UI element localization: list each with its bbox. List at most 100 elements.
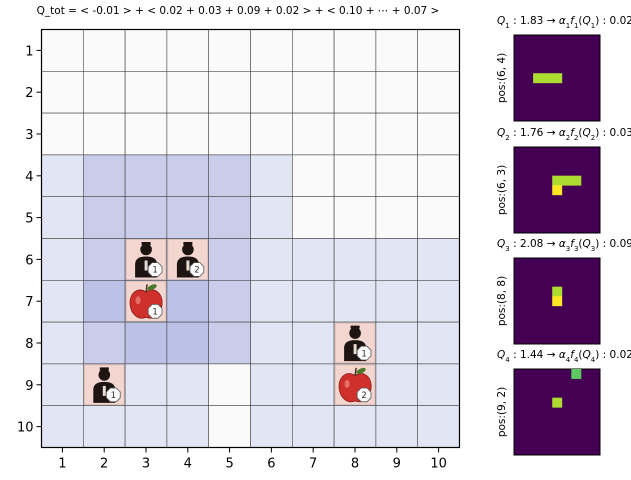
- grid-cell: [292, 71, 334, 113]
- grid-cell: [292, 280, 334, 322]
- apple-highlight: [136, 296, 141, 304]
- grid-cell: [42, 155, 84, 197]
- grid-cell: [42, 30, 84, 72]
- grid-cell: [167, 30, 209, 72]
- observation-panel: Q4 : 1.44 → α4f4(Q4) : 0.02pos:(9, 2): [496, 349, 631, 455]
- grid-cell: [418, 239, 460, 281]
- grid-cell: [42, 280, 84, 322]
- grid-cell: [42, 113, 84, 155]
- grid-cell: [125, 322, 167, 364]
- panel-cell: [571, 176, 581, 186]
- grid-cell: [376, 30, 418, 72]
- agent-hat: [183, 242, 192, 245]
- x-tick-label: 9: [393, 457, 401, 472]
- apple-highlight: [345, 380, 350, 388]
- agent-observation-panels: Q1 : 1.83 → α1f1(Q1) : 0.02 pos:(6, 4) Q2 …: [496, 15, 631, 455]
- grid-cell: [83, 155, 125, 197]
- agent-head: [140, 244, 152, 256]
- grid-cell: [418, 155, 460, 197]
- grid-cell: [125, 197, 167, 239]
- grid-cell: [334, 197, 376, 239]
- badge-number: 1: [111, 391, 116, 401]
- grid-cell: [42, 197, 84, 239]
- observation-panel: Q1 : 1.83 → α1f1(Q1) : 0.02 pos:(6, 4): [496, 15, 631, 121]
- grid-cell: [292, 364, 334, 406]
- grid-cell: [167, 280, 209, 322]
- x-tick-label: 3: [142, 457, 150, 472]
- y-tick-label: 1: [25, 44, 33, 59]
- grid-cell: [209, 322, 251, 364]
- panel-cell: [552, 296, 562, 306]
- grid-cell: [292, 30, 334, 72]
- grid-cell: [251, 322, 293, 364]
- agent-hat: [142, 242, 151, 245]
- grid-cell: [292, 155, 334, 197]
- grid-cell: [83, 280, 125, 322]
- grid-cell: [334, 280, 376, 322]
- observation-panel: Q2 : 1.76 → α2f2(Q2) : 0.03 pos:(6, 3): [496, 127, 631, 233]
- panel-cell: [552, 287, 562, 297]
- grid-cell: [209, 113, 251, 155]
- grid-cell: [125, 364, 167, 406]
- badge-number: 1: [361, 349, 366, 359]
- grid-cell: [292, 113, 334, 155]
- grid-cell: [251, 239, 293, 281]
- panel-label: Q1 : 1.83 → α1f1(Q1) : 0.02: [497, 15, 631, 30]
- grid-cell: [376, 71, 418, 113]
- grid-cell: [42, 364, 84, 406]
- panel-position-label: pos:(6, 3): [496, 165, 508, 215]
- grid-cell: [376, 364, 418, 406]
- badge-number: 1: [152, 266, 157, 276]
- grid-cell: [292, 322, 334, 364]
- y-tick-label: 3: [25, 128, 33, 143]
- y-tick-label: 8: [25, 337, 33, 352]
- grid-cell: [83, 71, 125, 113]
- grid-cell: [125, 155, 167, 197]
- grid-cell: [334, 71, 376, 113]
- panel-cell: [533, 73, 543, 83]
- grid-cell: [376, 322, 418, 364]
- grid-cell: [418, 71, 460, 113]
- panel-cell: [552, 73, 562, 83]
- y-tick-label: 6: [25, 253, 33, 268]
- grid-cell: [292, 197, 334, 239]
- grid-cell: [418, 280, 460, 322]
- agent-shirt: [103, 386, 106, 396]
- grid-cell: [209, 239, 251, 281]
- panel-position-label: pos:(6, 4): [496, 53, 508, 103]
- panel-label: Q2 : 1.76 → α2f2(Q2) : 0.03: [497, 127, 631, 142]
- grid-cell: [418, 30, 460, 72]
- agent-shirt: [145, 261, 148, 271]
- grid-cell: [209, 71, 251, 113]
- grid-cell: [209, 364, 251, 406]
- panel-cell: [571, 369, 581, 379]
- grid-cell: [334, 239, 376, 281]
- agent-token: 2: [168, 240, 208, 280]
- agent-head: [182, 244, 194, 256]
- grid-cell: [167, 155, 209, 197]
- grid-cell: [209, 155, 251, 197]
- y-tick-label: 9: [25, 379, 33, 394]
- badge-number: 1: [152, 308, 157, 318]
- grid-cell: [376, 113, 418, 155]
- grid-cell: [167, 406, 209, 448]
- grid-cell: [167, 113, 209, 155]
- grid-cell: [251, 30, 293, 72]
- agent-hat: [100, 367, 109, 370]
- x-tick-label: 10: [430, 457, 447, 472]
- grid-cell: [167, 322, 209, 364]
- agent-token: 1: [126, 240, 166, 280]
- grid-cell: [376, 406, 418, 448]
- grid-cell: [418, 197, 460, 239]
- panel-position-label: pos:(9, 2): [496, 387, 508, 437]
- grid-cell: [83, 113, 125, 155]
- grid-cell: [42, 406, 84, 448]
- apple-stem: [146, 284, 147, 292]
- grid-cell: [251, 280, 293, 322]
- grid-cell: [251, 71, 293, 113]
- agent-head: [349, 327, 361, 339]
- grid-cell: [418, 322, 460, 364]
- grid-cell: [167, 71, 209, 113]
- panel-cell: [552, 176, 562, 186]
